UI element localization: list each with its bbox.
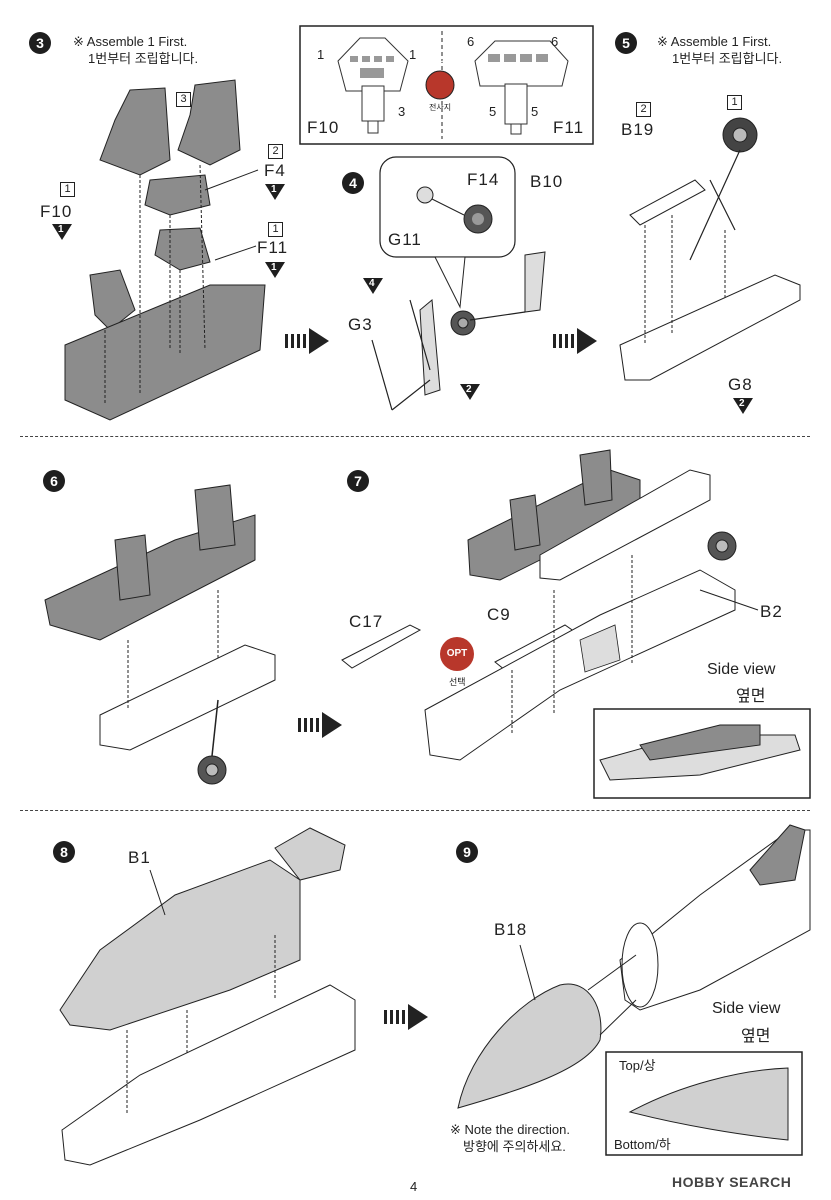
- part-label-b10: B10: [530, 172, 564, 191]
- decal-num: 1: [409, 47, 417, 62]
- part-label-f14: F14: [467, 170, 500, 189]
- marker-triangle: 2: [733, 398, 753, 414]
- part-label-g8: G8: [728, 375, 753, 394]
- step-arrow: [384, 1004, 428, 1030]
- step-4-detail-bubble: [379, 156, 516, 309]
- side-view-bottom-label: Bottom/하: [614, 1137, 671, 1152]
- step-arrow: [553, 328, 597, 354]
- step-3-note-ko: 1번부터 조립합니다.: [88, 51, 199, 66]
- decal-badge: DECAL: [429, 57, 454, 64]
- part-label-b1: B1: [128, 848, 151, 867]
- marker-triangle: 4: [363, 278, 383, 294]
- opt-badge-ko: 선택: [449, 677, 466, 687]
- opt-badge: OPT: [440, 637, 474, 671]
- part-label-f10: F10: [40, 202, 73, 221]
- part-label-b18: B18: [494, 920, 528, 939]
- marker-triangle: 1: [265, 184, 285, 200]
- part-label-b2: B2: [760, 602, 783, 621]
- decal-num: 5: [489, 104, 497, 119]
- step-5-box-1: 1: [727, 93, 742, 110]
- step-4-number: 4: [342, 172, 364, 194]
- step-7-number: 7: [347, 470, 369, 492]
- step-3-box-1b: 1: [268, 220, 283, 237]
- step-9-note-ko: 방향에 주의하세요.: [463, 1139, 566, 1154]
- step-6-number: 6: [43, 470, 65, 492]
- part-label-b19: B19: [621, 120, 655, 139]
- watermark: HOBBY SEARCH: [672, 1174, 792, 1190]
- decal-num: 6: [551, 34, 559, 49]
- decal-num: 3: [398, 104, 406, 119]
- step-3-number: 3: [29, 32, 51, 54]
- part-label-g3: G3: [348, 315, 373, 334]
- decal-num: 1: [317, 47, 325, 62]
- step-9-note-en: ※ Note the direction.: [450, 1122, 571, 1137]
- decal-label-f10: F10: [307, 118, 340, 137]
- step-5-number: 5: [615, 32, 637, 54]
- part-label-f11: F11: [257, 238, 289, 257]
- step-3-box-2: 2: [268, 142, 283, 159]
- step-arrow: [285, 328, 329, 354]
- step-arrow: [298, 712, 342, 738]
- side-view-label-ko: 옆면: [736, 688, 766, 705]
- step-9-number: 9: [456, 841, 478, 863]
- side-view-label: Side view: [707, 661, 776, 678]
- decal-num: 5: [531, 104, 539, 119]
- side-view-label-ko: 옆면: [741, 1028, 771, 1045]
- side-view-top-label: Top/상: [619, 1058, 656, 1073]
- step-3-box-3: 3: [176, 90, 191, 107]
- step-5-box-2: 2: [636, 100, 651, 117]
- step-8-number: 8: [53, 841, 75, 863]
- decal-badge-ko: 전사지: [429, 103, 452, 112]
- marker-triangle: 1: [265, 262, 285, 278]
- step-5-note-ko: 1번부터 조립합니다.: [672, 51, 783, 66]
- side-view-label: Side view: [712, 1000, 781, 1017]
- part-label-f4: F4: [264, 161, 286, 180]
- section-divider: [20, 436, 810, 437]
- marker-triangle: 1: [52, 224, 72, 240]
- part-label-g11: G11: [388, 230, 422, 249]
- decal-num: 6: [467, 34, 475, 49]
- marker-triangle: 2: [460, 384, 480, 400]
- step-3-box-1a: 1: [60, 180, 75, 197]
- decal-reference-box: [299, 25, 594, 145]
- page-number: 4: [410, 1179, 418, 1194]
- step-5-note-en: ※ Assemble 1 First.: [657, 34, 772, 49]
- decal-label-f11: F11: [553, 118, 585, 137]
- part-label-c9: C9: [487, 605, 511, 624]
- section-divider: [20, 810, 810, 811]
- part-label-c17: C17: [349, 612, 384, 631]
- step-3-note-en: ※ Assemble 1 First.: [73, 34, 188, 49]
